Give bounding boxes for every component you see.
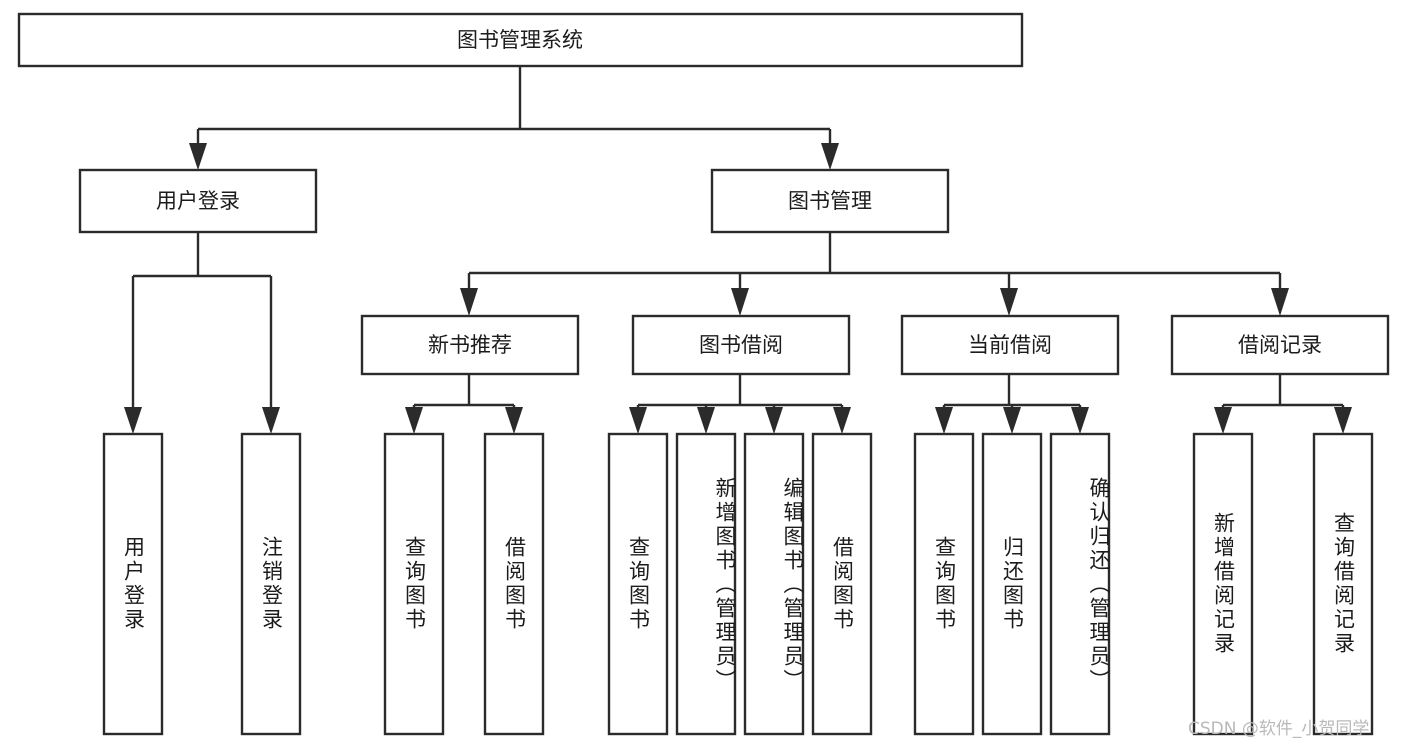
arrowhead-current-borrow	[1000, 288, 1018, 316]
arrowhead-leaf-user-login	[124, 407, 142, 434]
arrowhead-user-login	[189, 143, 207, 170]
node-borrow-record[interactable]: 借阅记录	[1170, 314, 1390, 376]
node-borrow-record-label: 借阅记录	[1238, 333, 1322, 357]
arrowhead-book-borrow	[731, 288, 749, 316]
node-borrow-record-box[interactable]	[1170, 314, 1390, 376]
arrowhead-leaf-add-record	[1214, 407, 1232, 434]
node-leaf-return-book-box[interactable]	[981, 432, 1043, 736]
arrowhead-new-book-rec	[460, 288, 478, 316]
node-leaf-user-login-box[interactable]	[102, 432, 164, 736]
node-book-manage-label: 图书管理	[788, 189, 872, 213]
arrowhead-leaf-return-book	[1003, 407, 1021, 434]
node-root[interactable]: 图书管理系统	[17, 12, 1024, 68]
arrowhead-leaf-query-book-2	[629, 407, 647, 434]
node-leaf-borrow-book-1-box[interactable]	[483, 432, 545, 736]
arrowhead-leaf-query-book-3	[935, 407, 953, 434]
node-leaf-query-book-1-box[interactable]	[383, 432, 445, 736]
arrowhead-borrow-record	[1271, 288, 1289, 316]
node-book-borrow-label: 图书借阅	[699, 333, 783, 357]
arrowhead-leaf-confirm-return	[1071, 407, 1089, 434]
node-leaf-borrow-book-2-box[interactable]	[811, 432, 873, 736]
arrowhead-leaf-borrow-book-1	[505, 407, 523, 434]
node-root-label: 图书管理系统	[457, 28, 583, 52]
node-new-book-rec-box[interactable]	[360, 314, 580, 376]
node-new-book-rec-label: 新书推荐	[428, 333, 512, 357]
node-current-borrow[interactable]: 当前借阅	[900, 314, 1120, 376]
node-leaf-query-book-3-box[interactable]	[913, 432, 975, 736]
node-leaf-add-record-box[interactable]	[1192, 432, 1254, 736]
node-book-manage-box[interactable]	[710, 168, 950, 234]
node-leaf-edit-book-box[interactable]	[743, 432, 805, 736]
arrowhead-leaf-query-record	[1334, 407, 1352, 434]
node-user-login-box[interactable]	[78, 168, 318, 234]
node-user-login-label: 用户登录	[156, 189, 240, 213]
node-leaf-query-record-box[interactable]	[1312, 432, 1374, 736]
node-layer: 图书管理系统 用户登录 图书管理 新书推荐 图书借阅	[17, 12, 1390, 736]
csdn-watermark: CSDN @软件_小贺同学	[1188, 719, 1370, 739]
node-new-book-rec[interactable]: 新书推荐	[360, 314, 580, 376]
arrowhead-book-manage	[821, 143, 839, 170]
node-root-box[interactable]	[17, 12, 1024, 68]
arrowhead-leaf-add-book	[697, 407, 715, 434]
node-book-borrow[interactable]: 图书借阅	[631, 314, 851, 376]
node-user-login[interactable]: 用户登录	[78, 168, 318, 234]
node-leaf-user-logout-box[interactable]	[240, 432, 302, 736]
node-book-manage[interactable]: 图书管理	[710, 168, 950, 234]
node-leaf-add-book-box[interactable]	[675, 432, 737, 736]
node-current-borrow-box[interactable]	[900, 314, 1120, 376]
arrowhead-leaf-query-book-1	[405, 407, 423, 434]
node-book-borrow-box[interactable]	[631, 314, 851, 376]
arrowhead-leaf-edit-book	[765, 407, 783, 434]
connector-layer	[124, 66, 1352, 434]
node-leaf-confirm-return-box[interactable]	[1049, 432, 1111, 736]
arrowhead-leaf-user-logout	[262, 407, 280, 434]
node-current-borrow-label: 当前借阅	[968, 333, 1052, 357]
node-leaf-query-book-2-box[interactable]	[607, 432, 669, 736]
arrowhead-leaf-borrow-book-2	[833, 407, 851, 434]
